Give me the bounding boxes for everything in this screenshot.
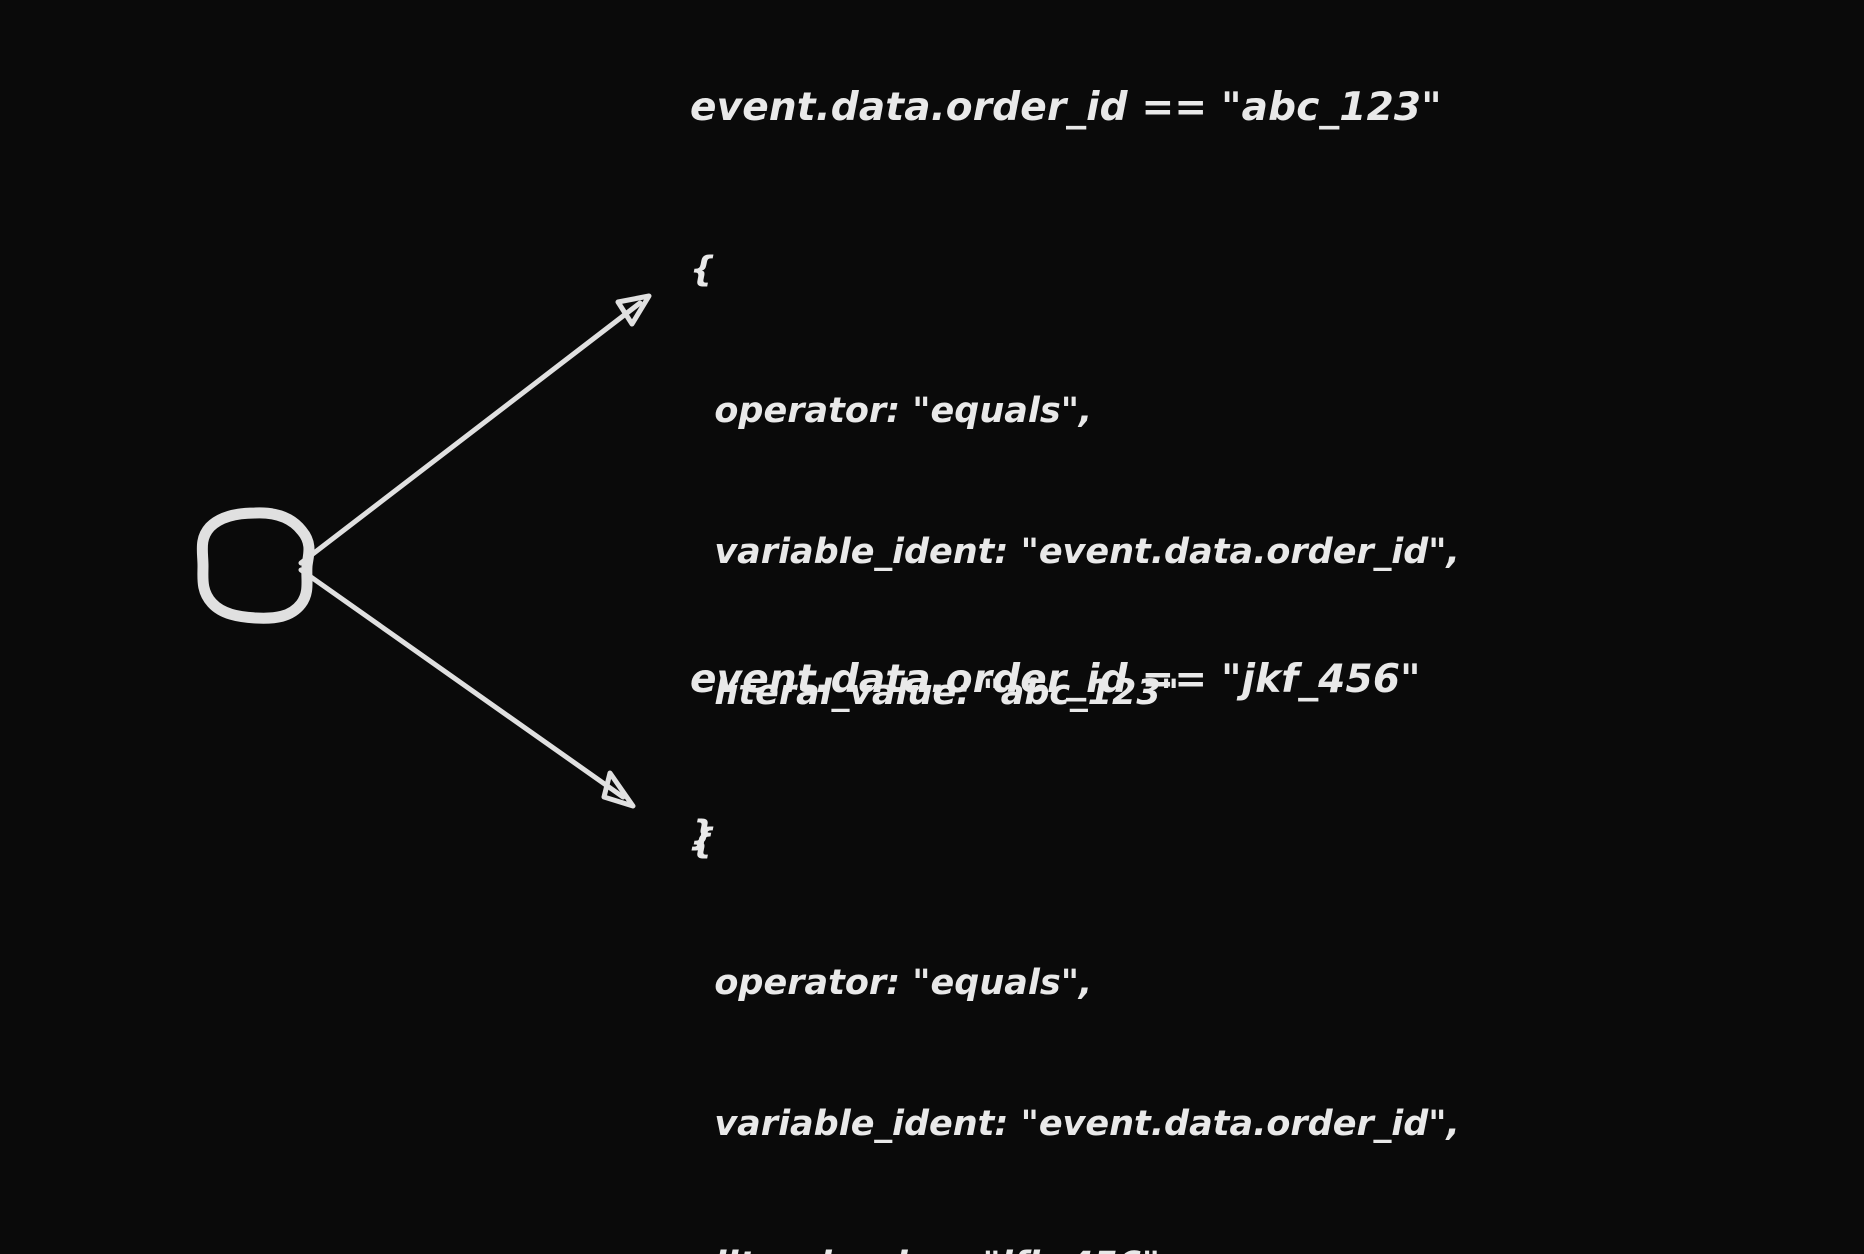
- code-line: operator: "equals",: [690, 391, 1093, 431]
- root-node-circle[interactable]: [196, 507, 315, 624]
- arrowhead-branch-2-icon: [601, 770, 636, 809]
- code-line: }: [690, 814, 715, 854]
- edge-line-branch-1[interactable]: [298, 300, 643, 566]
- code-line: variable_ident: "event.data.order_id",: [690, 1104, 1460, 1144]
- edge-line-branch-2[interactable]: [298, 567, 626, 800]
- branch-1-title: event.data.order_id == "abc_123": [690, 85, 1442, 130]
- code-line: operator: "equals",: [690, 963, 1093, 1003]
- code-line: variable_ident: "event.data.order_id",: [690, 532, 1460, 572]
- code-line: literal_value: "abc_123": [690, 673, 1179, 713]
- branch-1-code: { operator: "equals", variable_ident: "e…: [690, 153, 1460, 952]
- branch-2-title: event.data.order_id == "jkf_456": [690, 657, 1421, 702]
- code-line: {: [690, 822, 715, 862]
- code-line: literal_value: "jfk_456": [690, 1242, 1460, 1254]
- branch-2-code: { operator: "equals", variable_ident: "e…: [690, 725, 1460, 1254]
- arrowhead-branch-1-icon: [615, 293, 652, 327]
- code-line: {: [690, 250, 715, 290]
- branch-block-2: event.data.order_id == "jkf_456" { opera…: [690, 660, 1460, 1254]
- branch-block-1: event.data.order_id == "abc_123" { opera…: [690, 88, 1460, 952]
